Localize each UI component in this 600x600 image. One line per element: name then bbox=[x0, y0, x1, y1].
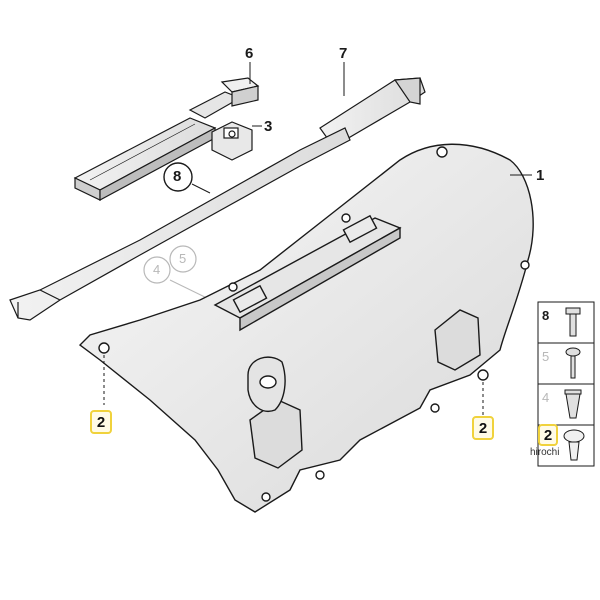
callout-label-5: 5 bbox=[179, 251, 187, 266]
legend-num-2: 2 bbox=[538, 424, 558, 446]
legend-fastener-2-icon bbox=[563, 429, 585, 461]
callout-label-1: 1 bbox=[536, 167, 545, 184]
leader-8 bbox=[191, 183, 211, 194]
callout-label-2-left: 2 bbox=[90, 410, 112, 434]
part-3-clip bbox=[211, 121, 253, 161]
legend-num-8: 8 bbox=[542, 308, 550, 323]
legend-fastener-5-icon bbox=[565, 347, 581, 379]
watermark-text: hirochi bbox=[530, 447, 560, 458]
legend-num-5: 5 bbox=[542, 349, 550, 364]
callout-8-circle bbox=[163, 162, 193, 192]
part-7-strip bbox=[319, 77, 426, 143]
part-1-trim-panel bbox=[78, 143, 534, 513]
callout-label-7: 7 bbox=[339, 45, 348, 62]
callout-label-4: 4 bbox=[153, 262, 161, 277]
callout-label-8: 8 bbox=[173, 168, 182, 185]
callout-label-6: 6 bbox=[245, 45, 254, 62]
legend-fastener-8-icon bbox=[565, 307, 581, 337]
part-8-sill-strip bbox=[9, 127, 351, 321]
callout-5-circle bbox=[169, 245, 197, 273]
callout-label-2-right: 2 bbox=[472, 416, 494, 440]
fastener-legend bbox=[537, 301, 595, 467]
legend-fastener-4-icon bbox=[564, 389, 582, 419]
part-6-tool-bar bbox=[73, 77, 260, 202]
callout-label-3: 3 bbox=[264, 118, 273, 135]
callout-4-circle bbox=[143, 256, 171, 284]
legend-num-4: 4 bbox=[542, 390, 550, 405]
